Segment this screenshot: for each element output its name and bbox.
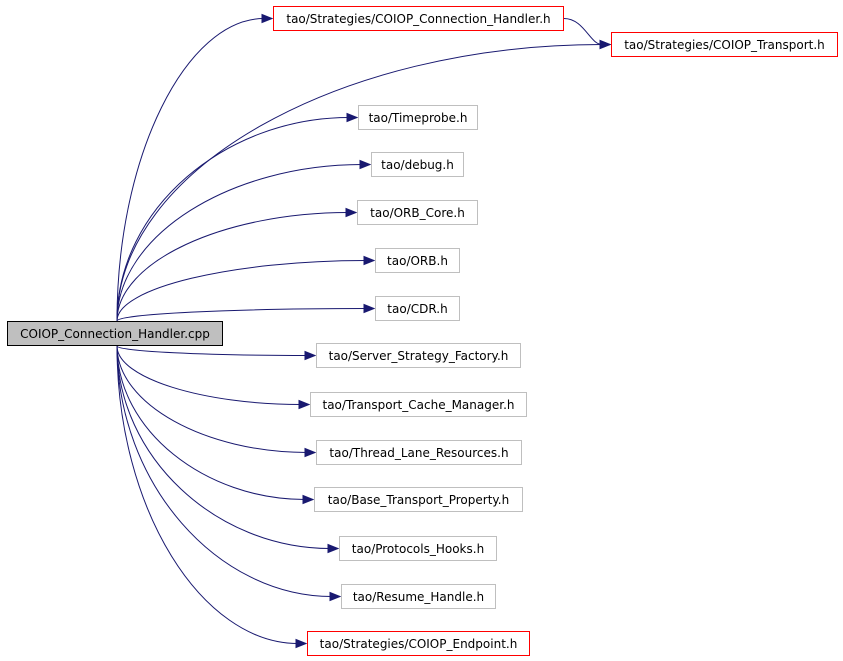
arrowhead-protocols_hooks_h — [327, 543, 340, 554]
node-coiop-endpoint-h[interactable]: tao/Strategies/COIOP_Endpoint.h — [307, 631, 530, 656]
edge-root-to-timeprobe_h — [116, 117, 350, 322]
node-root[interactable]: COIOP_Connection_Handler.cpp — [7, 321, 223, 346]
edge-root-to-base_transport_property_h — [116, 345, 306, 500]
node-coiop-transport-h[interactable]: tao/Strategies/COIOP_Transport.h — [611, 32, 838, 57]
arrowhead-thread_lane_resources_h — [304, 447, 317, 458]
node-timeprobe-h[interactable]: tao/Timeprobe.h — [358, 105, 478, 130]
edge-root-to-debug_h — [116, 164, 363, 322]
arrowhead-orb_core_h — [345, 207, 358, 218]
arrowhead-timeprobe_h — [346, 112, 359, 123]
edge-coiop_connection_handler_h-to-coiop_transport_h — [563, 18, 603, 45]
arrowhead-coiop_connection_handler_h — [261, 13, 274, 24]
edge-root-to-transport_cache_manager_h — [116, 345, 302, 405]
node-coiop-connection-handler-h[interactable]: tao/Strategies/COIOP_Connection_Handler.… — [273, 6, 564, 31]
edge-root-to-coiop_endpoint_h — [116, 345, 299, 644]
arrowhead-coiop_endpoint_h — [295, 638, 308, 649]
node-protocols-hooks-h[interactable]: tao/Protocols_Hooks.h — [339, 536, 497, 561]
edge-root-to-cdr_h — [116, 308, 367, 322]
edge-root-to-coiop_transport_h — [116, 44, 603, 322]
node-server-strategy-factory-h[interactable]: tao/Server_Strategy_Factory.h — [316, 343, 521, 368]
edge-root-to-server_strategy_factory_h — [116, 345, 308, 356]
edge-root-to-orb_core_h — [116, 212, 349, 322]
node-cdr-h[interactable]: tao/CDR.h — [375, 296, 460, 321]
edge-root-to-resume_handle_h — [116, 345, 333, 597]
node-orb-h[interactable]: tao/ORB.h — [375, 248, 460, 273]
arrowhead-coiop_transport_h — [599, 39, 612, 50]
node-orb-core-h[interactable]: tao/ORB_Core.h — [357, 200, 478, 225]
node-debug-h[interactable]: tao/debug.h — [371, 152, 464, 177]
arrowhead-server_strategy_factory_h — [304, 350, 317, 361]
node-resume-handle-h[interactable]: tao/Resume_Handle.h — [341, 584, 496, 609]
node-transport-cache-manager-h[interactable]: tao/Transport_Cache_Manager.h — [310, 392, 527, 417]
node-base-transport-property-h[interactable]: tao/Base_Transport_Property.h — [314, 487, 523, 512]
edge-root-to-coiop_connection_handler_h — [116, 18, 265, 322]
edge-root-to-thread_lane_resources_h — [116, 345, 308, 453]
arrowhead-base_transport_property_h — [302, 494, 315, 505]
arrowhead-resume_handle_h — [329, 591, 342, 602]
edge-root-to-orb_h — [116, 260, 367, 322]
edge-root-to-protocols_hooks_h — [116, 345, 331, 549]
node-thread-lane-resources-h[interactable]: tao/Thread_Lane_Resources.h — [316, 440, 522, 465]
arrowhead-cdr_h — [363, 303, 376, 314]
arrowhead-transport_cache_manager_h — [298, 399, 311, 410]
arrowhead-orb_h — [363, 255, 376, 266]
arrowhead-debug_h — [359, 159, 372, 170]
